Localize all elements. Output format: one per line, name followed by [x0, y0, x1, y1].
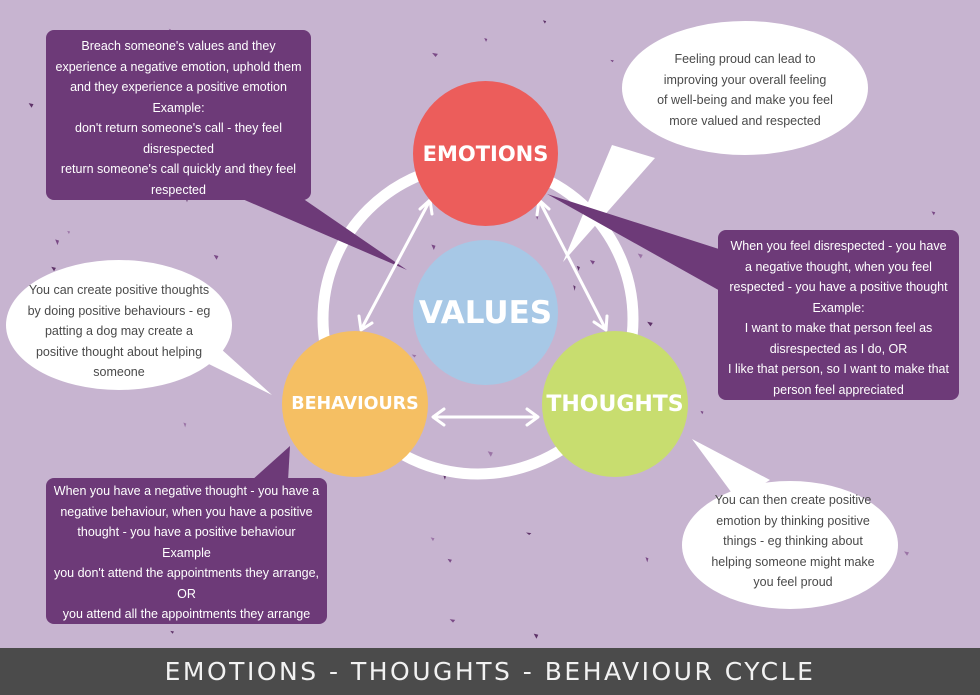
bubble-positive-emotion-shape [682, 439, 898, 609]
values-emotions-line: disrespected [143, 141, 214, 156]
values-emotions-line: experience a negative emotion, uphold th… [55, 59, 302, 74]
thoughts-behaviours-box: When you have a negative thought - you h… [46, 478, 327, 624]
thoughts-behaviours-line: thought - you have a positive behaviour [77, 525, 296, 539]
emotions-thoughts-line: a negative thought, when you feel [745, 259, 932, 274]
speck [432, 52, 438, 58]
emotions-thoughts-box: When you feel disrespected - you have a … [718, 230, 959, 400]
bubble-positive-emotion-line: helping someone might make [711, 554, 875, 569]
footer-title: EMOTIONS - THOUGHTS - BEHAVIOUR CYCLE [164, 657, 816, 686]
speck [589, 260, 595, 265]
thoughts-label: THOUGHTS [546, 391, 684, 417]
speck [213, 254, 219, 260]
thoughts-behaviours-line: When you have a negative thought - you h… [53, 484, 320, 498]
speck [170, 630, 175, 634]
speck [533, 633, 539, 639]
bubble-positive-thoughts-line: by doing positive behaviours - eg [27, 303, 211, 318]
bubble-positive-thoughts-text: You can create positive thoughts by doin… [9, 280, 229, 383]
values-circle: VALUES [413, 240, 558, 385]
emotions-thoughts-line: respected - you have a positive thought [729, 280, 948, 294]
speck [573, 285, 576, 291]
arrow-behaviours-thoughts [431, 407, 540, 427]
values-emotions-line: return someone's call quickly and they f… [60, 162, 297, 176]
speck [67, 230, 71, 234]
bubble-proud-line: improving your overall feeling [663, 72, 827, 87]
speck [183, 422, 187, 428]
speck [931, 211, 936, 216]
speck [51, 266, 56, 272]
box-tail-values-emotions [240, 198, 407, 270]
speck [168, 28, 171, 31]
values-emotions-line: Breach someone's values and they [81, 39, 276, 53]
speck [447, 558, 452, 563]
speck [542, 20, 547, 24]
bubble-positive-emotion-line: you feel proud [753, 575, 833, 589]
bubble-proud-line: more valued and respected [669, 113, 821, 128]
bubble-proud-text: Feeling proud can lead to improving your… [625, 49, 865, 131]
emotions-thoughts-line: person feel appreciated [773, 382, 904, 397]
footer-bar: EMOTIONS - THOUGHTS - BEHAVIOUR CYCLE [0, 648, 980, 695]
speck [411, 354, 417, 358]
values-emotions-line: and they experience a positive emotion [70, 80, 287, 94]
speck [484, 38, 488, 42]
behaviours-circle: BEHAVIOURS [282, 331, 428, 477]
bubble-positive-thoughts-line: someone [93, 365, 145, 379]
emotions-thoughts-line: Example: [812, 300, 865, 315]
speck [430, 537, 435, 542]
thoughts-behaviours-line: you attend all the appointments they arr… [62, 607, 311, 621]
bubble-positive-emotion-line: You can then create positive [714, 493, 872, 507]
speck [487, 451, 493, 457]
speck [576, 265, 580, 271]
values-label: VALUES [418, 294, 553, 331]
thoughts-behaviours-line: Example [162, 545, 211, 560]
values-emotions-box: Breach someone's values and they experie… [46, 30, 311, 200]
emotions-thoughts-line: disrespected as I do, OR [769, 341, 908, 356]
bubble-positive-thoughts-line: positive thought about helping [35, 344, 203, 359]
speck [525, 532, 532, 536]
speck [55, 239, 60, 246]
speck [645, 557, 649, 563]
bubble-positive-emotion-line: emotion by thinking positive [716, 513, 870, 528]
values-emotions-line: don't return someone's call - they feel [75, 121, 282, 135]
speck [610, 59, 614, 63]
bubble-proud-shape [563, 21, 868, 262]
emotions-circle: EMOTIONS [413, 81, 558, 226]
speck [700, 410, 704, 415]
bubble-proud-line: of well-being and make you feel [657, 93, 833, 107]
bubble-positive-emotion-text: You can then create positive emotion by … [688, 490, 898, 593]
emotions-label: EMOTIONS [422, 141, 549, 166]
behaviours-label: BEHAVIOURS [291, 394, 419, 414]
box-tail-emotions-thoughts [547, 194, 722, 292]
speck [449, 619, 456, 623]
bubble-positive-emotion-line: things - eg thinking about [723, 534, 863, 548]
values-emotions-line: Example: [152, 100, 205, 115]
thoughts-circle: THOUGHTS [542, 331, 688, 477]
thoughts-behaviours-line: you don't attend the appointments they a… [53, 566, 320, 580]
bubble-positive-thoughts-shape [6, 260, 272, 395]
speck [904, 551, 910, 556]
box-tail-thoughts-behaviours [251, 446, 290, 481]
bubble-proud-line: Feeling proud can lead to [674, 52, 816, 66]
speck [647, 321, 653, 327]
emotions-thoughts-line: When you feel disrespected - you have [730, 239, 947, 253]
speck [637, 253, 643, 259]
emotions-thoughts-line: I like that person, so I want to make th… [728, 362, 949, 376]
thoughts-behaviours-line: negative behaviour, when you have a posi… [60, 504, 313, 519]
emotions-thoughts-line: I want to make that person feel as [744, 321, 933, 335]
bubble-positive-thoughts-line: You can create positive thoughts [28, 283, 210, 297]
speck [28, 103, 34, 108]
values-emotions-line: respected [151, 182, 206, 197]
speck [431, 244, 436, 251]
bubble-positive-thoughts-line: patting a dog may create a [44, 324, 193, 338]
thoughts-behaviours-line: OR [177, 586, 196, 601]
